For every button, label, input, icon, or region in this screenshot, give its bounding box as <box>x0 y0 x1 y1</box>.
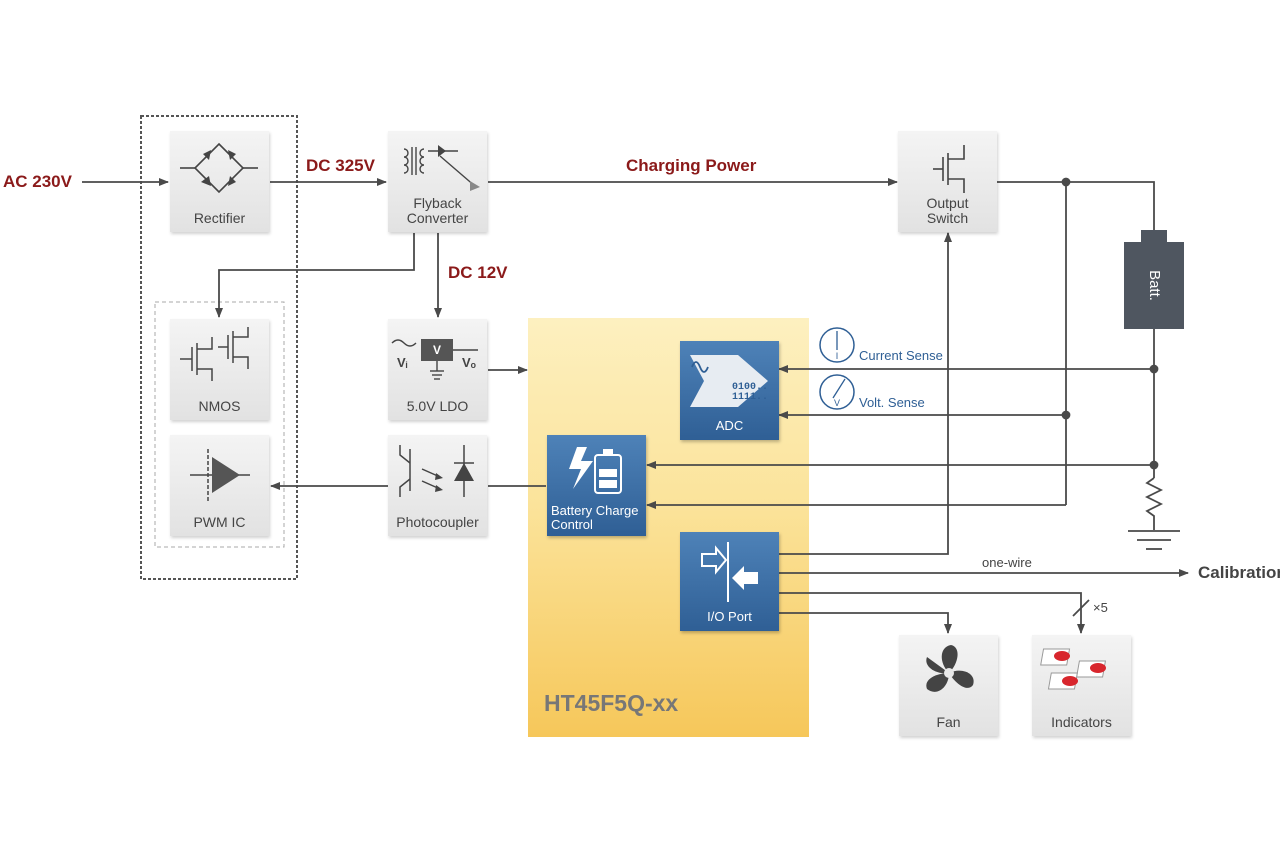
battery-block[interactable] <box>1124 242 1184 329</box>
output-switch-label: Output Switch <box>926 195 969 226</box>
nmos-label: NMOS <box>198 398 241 414</box>
one-wire-label: one-wire <box>982 555 1032 570</box>
adc-icon: 0100.. 1111.. <box>690 355 768 407</box>
calibration-label: Calibration <box>1198 563 1280 582</box>
current-symbol: I <box>836 351 839 361</box>
charging-power-label: Charging Power <box>626 156 757 175</box>
nmos-icon <box>180 327 249 381</box>
flyback-label: Flyback Converter <box>406 195 469 226</box>
dc325-label: DC 325V <box>306 156 375 175</box>
rectifier-label: Rectifier <box>193 210 246 226</box>
fan-label: Fan <box>936 714 961 730</box>
current-sense-label: Current Sense <box>859 348 943 363</box>
battery-label-wrap: Batt. <box>1124 242 1184 329</box>
dc12-label: DC 12V <box>448 263 508 282</box>
led-indicators-icon <box>1040 648 1107 690</box>
bridge-rectifier-icon <box>180 142 258 194</box>
ldo-vi-symbol: Vᵢ <box>397 355 408 370</box>
flyback-converter-block[interactable]: Flyback Converter <box>388 131 487 232</box>
mcu-name: HT45F5Q-xx <box>544 690 679 716</box>
indicators-block[interactable]: Indicators <box>1032 635 1131 736</box>
ldo-vo-symbol: Vₒ <box>462 355 477 370</box>
rectifier-block[interactable]: Rectifier <box>170 131 269 232</box>
adc-label: ADC <box>715 418 744 433</box>
io-port-icon <box>701 542 758 602</box>
battery-terminal <box>1141 230 1167 243</box>
io-port-block[interactable]: I/O Port <box>680 532 779 631</box>
adc-bits-2: 1111.. <box>732 392 768 403</box>
optocoupler-icon <box>399 445 474 497</box>
transformer-icon <box>403 145 480 191</box>
photocoupler-block[interactable]: Photocoupler <box>388 435 487 536</box>
battery-charge-control-block[interactable]: Battery Charge Control <box>547 435 646 536</box>
fan-icon <box>926 645 974 692</box>
fan-block[interactable]: Fan <box>899 635 998 736</box>
battery-charge-icon <box>569 447 622 494</box>
pwm-ic-label: PWM IC <box>193 514 246 530</box>
x5-label: ×5 <box>1093 600 1108 615</box>
battery-label: Batt. <box>1145 270 1163 301</box>
ldo-icon: V Vᵢ Vₒ <box>391 339 478 380</box>
output-switch-block[interactable]: Output Switch <box>898 131 997 232</box>
adc-block[interactable]: 0100.. 1111.. ADC <box>680 341 779 440</box>
ldo-v-symbol: V <box>433 343 441 357</box>
comparator-icon <box>190 449 250 501</box>
ldo-label: 5.0V LDO <box>406 398 469 414</box>
nmos-block[interactable]: NMOS <box>170 319 269 420</box>
adc-bits-1: 0100.. <box>732 382 768 393</box>
ldo-block[interactable]: V Vᵢ Vₒ 5.0V LDO <box>388 319 487 420</box>
io-port-label: I/O Port <box>707 609 752 624</box>
voltage-symbol: V <box>834 398 840 408</box>
indicators-label: Indicators <box>1051 714 1112 730</box>
photocoupler-label: Photocoupler <box>396 514 479 530</box>
bcc-label: Battery Charge Control <box>551 503 639 532</box>
volt-sense-label: Volt. Sense <box>859 395 925 410</box>
ac-input-label: AC 230V <box>3 172 72 191</box>
mosfet-icon <box>933 145 965 193</box>
pwm-ic-block[interactable]: PWM IC <box>170 435 269 536</box>
